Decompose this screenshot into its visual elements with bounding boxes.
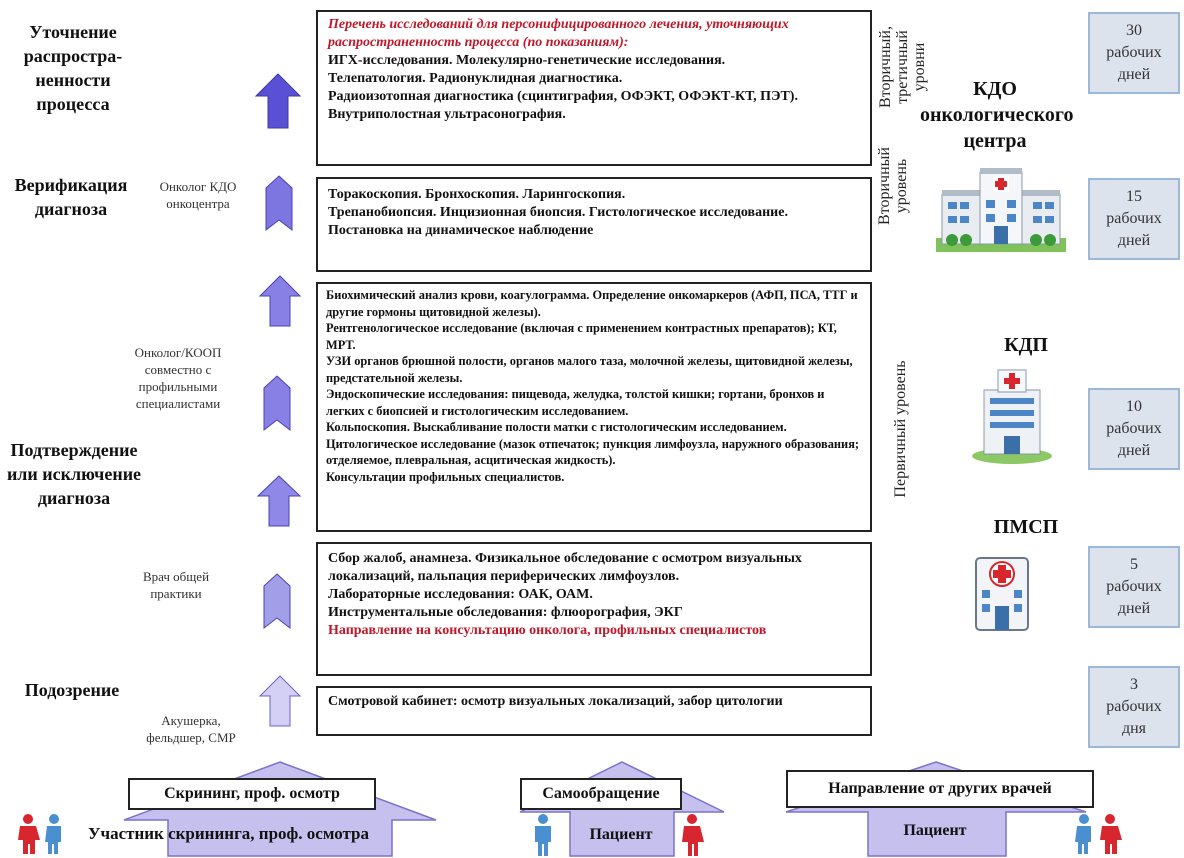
people-icon bbox=[1075, 814, 1122, 854]
box-gp-studies: Сбор жалоб, анамнеза. Физикальное обслед… bbox=[316, 542, 872, 676]
participant-label: Участник скрининга, проф. осмотра bbox=[88, 824, 369, 843]
days-unit: рабочих bbox=[1106, 578, 1162, 595]
box-line: Телепатология. Радионуклидная диагностик… bbox=[328, 71, 623, 86]
box-line: Биохимический анализ крови, коагулограмм… bbox=[326, 288, 858, 319]
box-line: Смотровой кабинет: осмотр визуальных лок… bbox=[328, 694, 783, 709]
people-icon bbox=[18, 814, 61, 854]
stage-verify: Верификация диагноза bbox=[14, 175, 128, 219]
days-30: 30 рабочих дней bbox=[1088, 12, 1180, 94]
box-line: УЗИ органов брюшной полости, органов мал… bbox=[326, 354, 853, 385]
days-10: 10 рабочих дней bbox=[1088, 388, 1180, 470]
days-word: дней bbox=[1117, 66, 1151, 83]
box-line: ИГХ-исследования. Молекулярно-генетическ… bbox=[328, 53, 726, 68]
days-5: 5 рабочих дней bbox=[1088, 546, 1180, 628]
box-line: Торакоскопия. Бронхоскопия. Ларингоскопи… bbox=[328, 187, 626, 202]
days-15: 15 рабочих дней bbox=[1088, 178, 1180, 260]
entry-referral: Направление от других врачей bbox=[786, 770, 1094, 808]
house-arrow-icon bbox=[785, 761, 1087, 857]
entry-self: Самообращение bbox=[520, 778, 682, 810]
box-line: Консультации профильных специалистов. bbox=[326, 469, 565, 484]
patient-label-1: Пациент bbox=[589, 826, 653, 843]
days-unit: рабочих bbox=[1106, 698, 1162, 715]
facility-pmsp: ПМСП bbox=[993, 516, 1059, 538]
actor-oncologist-kdo: Онколог КДО онкоцентра bbox=[159, 179, 237, 211]
box-line: Эндоскопические исследования: пищевода, … bbox=[326, 387, 825, 418]
box-line: Постановка на динамическое наблюдение bbox=[328, 223, 594, 238]
box-line: Радиоизотопная диагностика (сцинтиграфия… bbox=[328, 89, 798, 104]
actor-oncologist-koop: Онколог/КООП совместно с профильными спе… bbox=[134, 345, 222, 411]
box-line: Лабораторные исследования: ОАК, ОАМ. bbox=[328, 587, 593, 602]
days-word: дней bbox=[1117, 600, 1151, 617]
patient-label-2: Пациент bbox=[903, 822, 967, 839]
arrow-up-icon bbox=[256, 475, 302, 527]
entry-screening: Скрининг, проф. осмотр bbox=[128, 778, 376, 810]
days-word: дня bbox=[1121, 720, 1147, 737]
box-clarify-studies: Перечень исследований для персонифициров… bbox=[316, 10, 872, 166]
person-female-icon bbox=[682, 814, 704, 856]
arrow-up-icon bbox=[254, 73, 302, 129]
actor-gp: Врач общей практики bbox=[142, 569, 210, 601]
actor-midwife: Акушерка, фельдшер, СМР bbox=[146, 713, 236, 745]
box-exam-room: Смотровой кабинет: осмотр визуальных лок… bbox=[316, 686, 872, 736]
arrow-up-icon bbox=[258, 275, 302, 327]
facility-kdo: КДО онкологического центра bbox=[920, 78, 1074, 152]
box-line: Внутриполостная ультрасонография. bbox=[328, 107, 566, 122]
box-verify-studies: Торакоскопия. Бронхоскопия. Ларингоскопи… bbox=[316, 177, 872, 272]
box-line: Кольпоскопия. Выскабливание полости матк… bbox=[326, 420, 787, 434]
chevron-up-icon bbox=[263, 573, 291, 630]
days-word: дней bbox=[1117, 442, 1151, 459]
days-number: 15 bbox=[1126, 188, 1142, 205]
box-line: Рентгенологическое исследование (включая… bbox=[326, 321, 837, 352]
stage-confirm: Подтверждение или исключение диагноза bbox=[6, 440, 142, 508]
days-number: 10 bbox=[1126, 398, 1142, 415]
box-referral-red: Направление на консультацию онколога, пр… bbox=[328, 623, 767, 638]
days-word: дней bbox=[1117, 232, 1151, 249]
hospital-icon bbox=[975, 557, 1029, 631]
person-male-icon bbox=[535, 814, 551, 856]
days-unit: рабочих bbox=[1106, 420, 1162, 437]
days-number: 3 bbox=[1130, 676, 1138, 693]
level-secondary: Вторичный уровень bbox=[876, 147, 910, 225]
box-confirm-studies: Биохимический анализ крови, коагулограмм… bbox=[316, 282, 872, 532]
stage-suspect: Подозрение bbox=[24, 680, 120, 700]
box-clarify-title: Перечень исследований для персонифициров… bbox=[328, 17, 789, 50]
level-primary: Первичный уровень bbox=[892, 360, 909, 498]
days-number: 30 bbox=[1126, 22, 1142, 39]
days-number: 5 bbox=[1130, 556, 1138, 573]
facility-kdp: КДП bbox=[1004, 334, 1048, 356]
hospital-icon bbox=[936, 168, 1066, 252]
arrow-up-icon bbox=[258, 675, 302, 727]
box-line: Трепанобиопсия. Инцизионная биопсия. Гис… bbox=[328, 205, 788, 220]
stage-clarify: Уточнение распростра-ненности процесса bbox=[23, 22, 123, 114]
chevron-up-icon bbox=[263, 375, 291, 432]
days-3: 3 рабочих дня bbox=[1088, 666, 1180, 748]
hospital-icon bbox=[972, 369, 1052, 464]
chevron-up-icon bbox=[265, 175, 293, 232]
days-unit: рабочих bbox=[1106, 210, 1162, 227]
box-line: Цитологическое исследование (мазок отпеч… bbox=[326, 436, 860, 468]
box-line: Сбор жалоб, анамнеза. Физикальное обслед… bbox=[328, 551, 802, 584]
box-line: Инструментальные обследования: флюорогра… bbox=[328, 605, 683, 620]
days-unit: рабочих bbox=[1106, 44, 1162, 61]
